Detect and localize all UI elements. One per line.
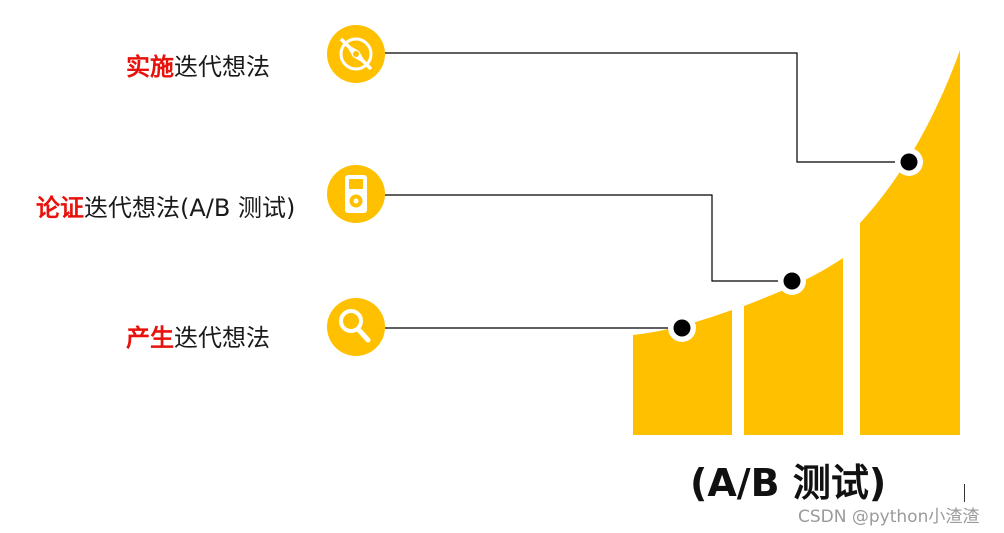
connector-line-implement — [385, 52, 909, 163]
dot-implement — [895, 148, 923, 176]
growth-bars — [633, 50, 960, 435]
bar-3 — [860, 50, 960, 435]
connector-line-validate — [385, 194, 792, 282]
step-text-generate: 迭代想法 — [174, 324, 270, 352]
diagram-caption: (A/B 测试) — [690, 461, 887, 505]
compass-icon — [327, 25, 385, 83]
step-text-validate: 迭代想法(A/B 测试) — [84, 194, 296, 222]
text-cursor — [964, 484, 965, 502]
dot-generate — [668, 314, 696, 342]
step-highlight-generate: 产生 — [126, 323, 174, 352]
dot-validate — [778, 267, 806, 295]
magnifier-icon — [327, 298, 385, 356]
connector-lines — [385, 52, 909, 329]
bar-1 — [633, 310, 732, 435]
bar-2 — [744, 258, 843, 435]
step-label-validate: 论证迭代想法(A/B 测试) — [36, 188, 295, 223]
step-highlight-validate: 论证 — [36, 193, 84, 222]
step-label-implement: 实施迭代想法 — [126, 47, 270, 82]
watermark: CSDN @python小渣渣 — [798, 507, 980, 527]
ipod-icon — [327, 165, 385, 223]
curve-dots — [668, 148, 923, 342]
step-highlight-implement: 实施 — [126, 52, 174, 81]
step-text-implement: 迭代想法 — [174, 53, 270, 81]
step-label-generate: 产生迭代想法 — [126, 318, 270, 353]
